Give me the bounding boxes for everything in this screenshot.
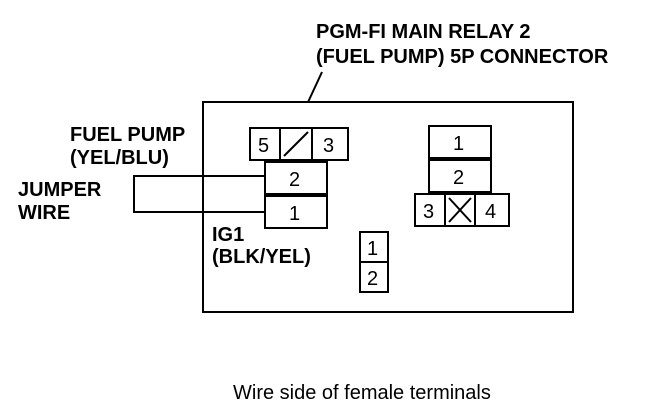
ig1-label: IG1 — [212, 224, 244, 246]
right-terminal-3-label: 3 — [423, 201, 434, 223]
small-terminal-2-label: 2 — [367, 268, 378, 290]
right-terminal-1 — [428, 125, 492, 159]
right-terminal-2-label: 2 — [453, 167, 464, 189]
jumper-label-1: JUMPER — [18, 179, 102, 201]
callout-line-1: PGM-FI MAIN RELAY 2 — [316, 21, 530, 43]
terminal-2 — [264, 161, 328, 195]
small-terminal-2 — [359, 261, 389, 293]
right-terminal-4-label: 4 — [485, 201, 496, 223]
jumper-label-2: WIRE — [18, 202, 70, 224]
right-terminal-1-label: 1 — [453, 133, 464, 155]
connector-small: 1 2 — [359, 231, 389, 293]
ig1-wire-label: (BLK/YEL) — [212, 246, 311, 268]
right-terminal-2 — [428, 159, 492, 193]
right-blank-cross-b — [448, 197, 472, 223]
fuel-pump-label: FUEL PUMP — [70, 124, 185, 146]
terminal-3-label: 3 — [323, 135, 334, 157]
connector-right: 1 2 3 4 — [414, 125, 510, 227]
fuel-pump-wire-label: (YEL/BLU) — [70, 147, 169, 169]
connector-5p: 5 3 2 1 — [249, 127, 349, 229]
terminal-3 — [311, 127, 349, 161]
small-terminal-1-label: 1 — [367, 238, 378, 260]
right-terminal-4 — [474, 193, 510, 227]
terminal-1 — [264, 195, 328, 229]
terminal-5-label: 5 — [258, 135, 269, 157]
jumper-wire — [133, 175, 265, 213]
terminal-blank-slash — [283, 131, 309, 157]
terminal-2-label: 2 — [289, 169, 300, 191]
callout-line-2: (FUEL PUMP) 5P CONNECTOR — [316, 46, 609, 68]
terminal-1-label: 1 — [289, 203, 300, 225]
caption: Wire side of female terminals — [233, 382, 491, 404]
